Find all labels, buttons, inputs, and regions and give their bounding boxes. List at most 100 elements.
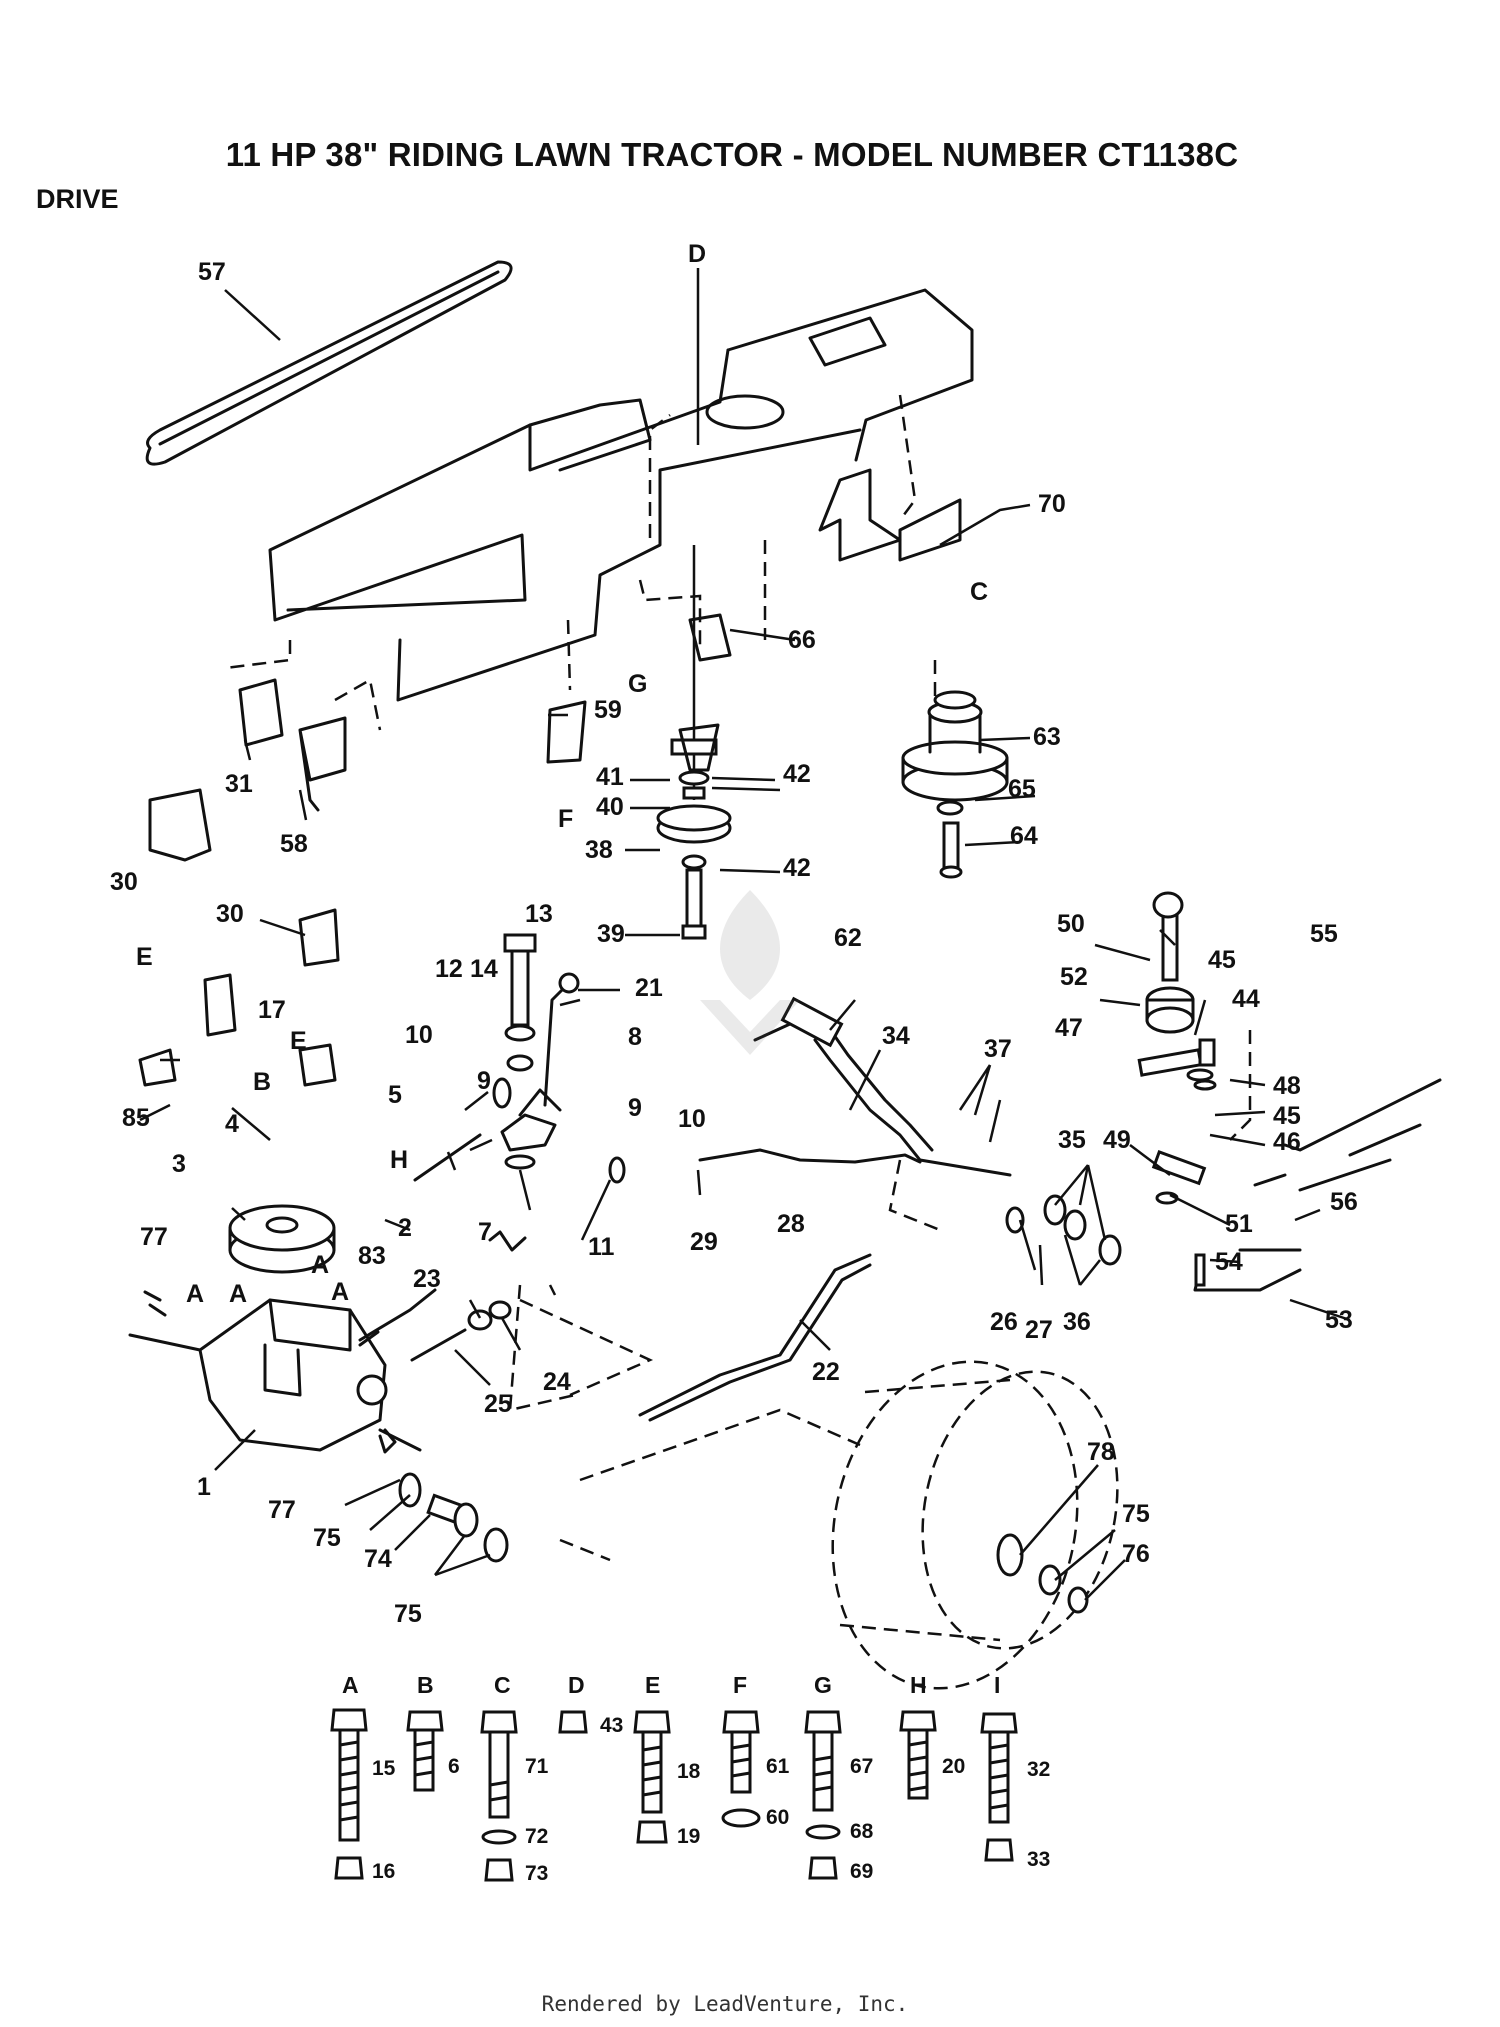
callout-77-bottom[interactable]: 77 <box>268 1496 296 1524</box>
callout-A2[interactable]: A <box>229 1280 247 1308</box>
idler-pulley-38[interactable] <box>656 738 732 940</box>
callout-34[interactable]: 34 <box>882 1022 910 1050</box>
callout-63[interactable]: 63 <box>1033 723 1061 751</box>
hardware-group-F[interactable]: F 61 60 <box>721 1672 790 1829</box>
callout-62[interactable]: 62 <box>834 924 862 952</box>
callout-25[interactable]: 25 <box>484 1390 512 1418</box>
callout-21[interactable]: 21 <box>635 974 663 1002</box>
callout-83[interactable]: 83 <box>358 1242 386 1270</box>
callout-42-lower[interactable]: 42 <box>783 854 811 882</box>
callout-49[interactable]: 49 <box>1103 1126 1131 1154</box>
callout-46[interactable]: 46 <box>1273 1128 1301 1156</box>
callout-29[interactable]: 29 <box>690 1228 718 1256</box>
callout-9-right[interactable]: 9 <box>628 1094 642 1122</box>
callout-10-left[interactable]: 10 <box>405 1021 433 1049</box>
callout-A1[interactable]: A <box>186 1280 204 1308</box>
callout-9-left[interactable]: 9 <box>477 1067 491 1095</box>
callout-1[interactable]: 1 <box>197 1473 211 1501</box>
callout-55[interactable]: 55 <box>1310 920 1338 948</box>
callout-45-upper[interactable]: 45 <box>1208 946 1236 974</box>
callout-45-lower[interactable]: 45 <box>1273 1102 1301 1130</box>
callout-28[interactable]: 28 <box>777 1210 805 1238</box>
callout-39[interactable]: 39 <box>597 920 625 948</box>
callout-G[interactable]: G <box>628 670 647 698</box>
callout-38[interactable]: 38 <box>585 836 613 864</box>
callout-58[interactable]: 58 <box>280 830 308 858</box>
callout-27[interactable]: 27 <box>1025 1316 1053 1344</box>
callout-31[interactable]: 31 <box>225 770 253 798</box>
callout-57[interactable]: 57 <box>198 258 226 286</box>
rods[interactable] <box>358 996 1442 1422</box>
callout-17[interactable]: 17 <box>258 996 286 1024</box>
callout-40[interactable]: 40 <box>596 793 624 821</box>
transaxle-1[interactable] <box>128 1298 422 1471</box>
callout-54[interactable]: 54 <box>1215 1248 1243 1276</box>
callout-52[interactable]: 52 <box>1060 963 1088 991</box>
hardware-group-G[interactable]: G 67 68 69 <box>804 1672 874 1883</box>
callout-75-bottom[interactable]: 75 <box>394 1600 422 1628</box>
callout-23[interactable]: 23 <box>413 1265 441 1293</box>
callout-76[interactable]: 76 <box>1122 1540 1150 1568</box>
callout-42-upper[interactable]: 42 <box>783 760 811 788</box>
hardware-group-E[interactable]: E 18 19 <box>633 1672 701 1848</box>
callout-41[interactable]: 41 <box>596 763 624 791</box>
callout-75-left[interactable]: 75 <box>313 1524 341 1552</box>
transmission-pulley-3[interactable] <box>228 1204 336 1274</box>
pivot-bracket-7[interactable] <box>413 933 626 1184</box>
callout-D[interactable]: D <box>688 240 706 268</box>
hardware-group-D[interactable]: D 43 <box>558 1672 623 1737</box>
callout-12[interactable]: 12 <box>435 955 463 983</box>
callout-E-mid[interactable]: E <box>290 1027 307 1055</box>
callout-85[interactable]: 85 <box>122 1104 150 1132</box>
callout-66[interactable]: 66 <box>788 626 816 654</box>
hardware-group-B[interactable]: B 6 <box>406 1672 460 1792</box>
callout-47[interactable]: 47 <box>1055 1014 1083 1042</box>
callout-A4[interactable]: A <box>331 1278 349 1306</box>
callout-44[interactable]: 44 <box>1232 985 1260 1013</box>
callout-2[interactable]: 2 <box>398 1214 412 1242</box>
callout-56[interactable]: 56 <box>1330 1188 1358 1216</box>
callout-F[interactable]: F <box>558 805 573 833</box>
drive-belt-57[interactable] <box>145 260 513 466</box>
callout-30-left[interactable]: 30 <box>110 868 138 896</box>
hardware-group-I[interactable]: I 32 33 <box>980 1672 1050 1871</box>
callout-C[interactable]: C <box>970 578 988 606</box>
callout-14[interactable]: 14 <box>470 955 498 983</box>
callout-37[interactable]: 37 <box>984 1035 1012 1063</box>
callout-4[interactable]: 4 <box>225 1110 239 1138</box>
hardware-group-C[interactable]: C 71 72 73 <box>480 1672 549 1885</box>
callout-78[interactable]: 78 <box>1087 1438 1115 1466</box>
callout-7[interactable]: 7 <box>478 1218 492 1246</box>
callout-74[interactable]: 74 <box>364 1545 392 1573</box>
callout-8[interactable]: 8 <box>628 1023 642 1051</box>
callout-A3[interactable]: A <box>311 1251 329 1279</box>
callout-E-left[interactable]: E <box>136 943 153 971</box>
callout-11[interactable]: 11 <box>588 1233 615 1261</box>
hardware-group-A[interactable]: A 15 16 <box>330 1672 396 1883</box>
callout-3[interactable]: 3 <box>172 1150 186 1178</box>
lever-assembly[interactable] <box>1005 891 1217 1287</box>
callout-48[interactable]: 48 <box>1273 1072 1301 1100</box>
callout-10-right[interactable]: 10 <box>678 1105 706 1133</box>
callout-51[interactable]: 51 <box>1225 1210 1253 1238</box>
callout-H[interactable]: H <box>390 1146 408 1174</box>
callout-30-right[interactable]: 30 <box>216 900 244 928</box>
hardware-group-H[interactable]: H 20 <box>899 1672 965 1800</box>
callout-36[interactable]: 36 <box>1063 1308 1091 1336</box>
callout-13[interactable]: 13 <box>525 900 553 928</box>
callout-5[interactable]: 5 <box>388 1081 402 1109</box>
callout-26[interactable]: 26 <box>990 1308 1018 1336</box>
callout-22[interactable]: 22 <box>812 1358 840 1386</box>
callout-70[interactable]: 70 <box>1038 490 1066 518</box>
callout-35[interactable]: 35 <box>1058 1126 1086 1154</box>
callout-53[interactable]: 53 <box>1325 1306 1353 1334</box>
callout-50[interactable]: 50 <box>1057 910 1085 938</box>
callout-65[interactable]: 65 <box>1008 775 1036 803</box>
callout-59[interactable]: 59 <box>594 696 622 724</box>
callout-75-right[interactable]: 75 <box>1122 1500 1150 1528</box>
axle-hardware[interactable] <box>143 1022 792 1563</box>
callout-24[interactable]: 24 <box>543 1368 571 1396</box>
callout-B[interactable]: B <box>253 1068 271 1096</box>
callout-64[interactable]: 64 <box>1010 822 1038 850</box>
callout-77-top[interactable]: 77 <box>140 1223 168 1251</box>
